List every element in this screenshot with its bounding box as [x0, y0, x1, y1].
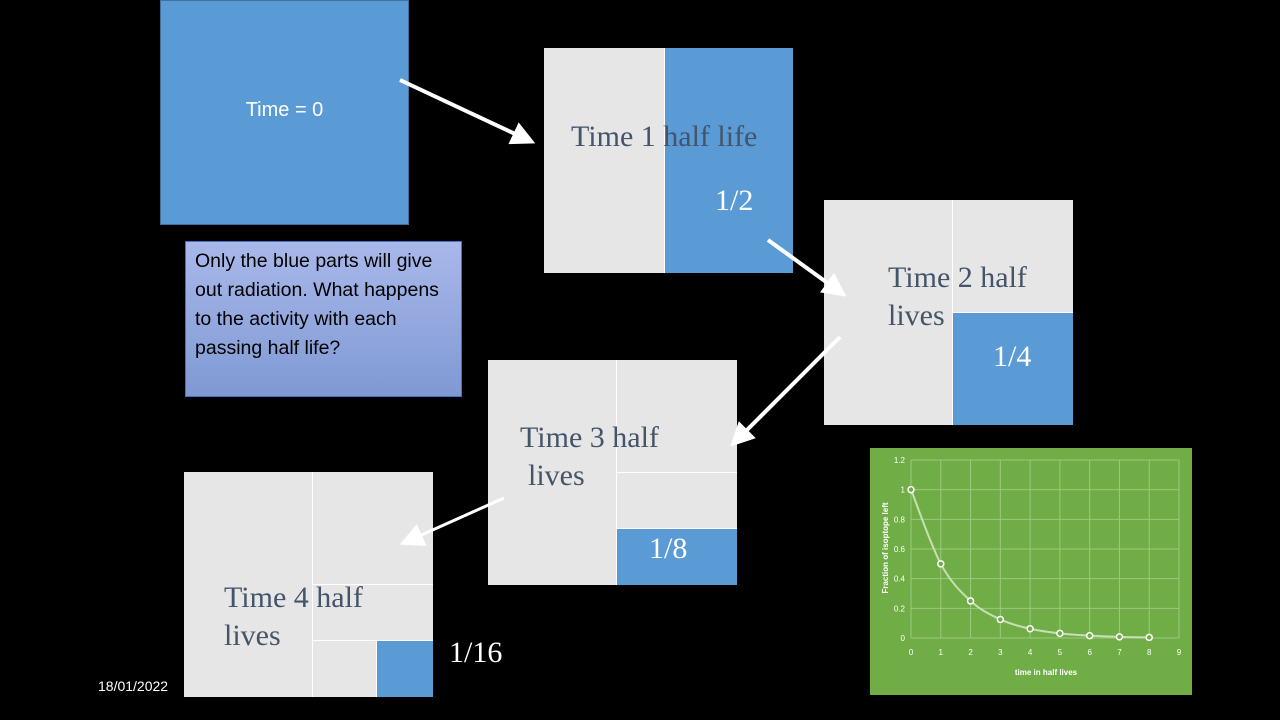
arrow-3-to-4 — [399, 496, 505, 546]
divider — [312, 640, 433, 641]
box-time-3-active-region — [617, 529, 737, 585]
chart-data-point — [907, 485, 915, 494]
chart-x-tick-label: 2 — [968, 648, 973, 657]
box-time-3-label-line2: lives — [528, 459, 585, 492]
chart-y-tick-label: 0.6 — [894, 545, 906, 554]
box-time-3-label-line1: Time 3 half — [520, 421, 659, 454]
chart-x-tick-label: 3 — [998, 648, 1003, 657]
chart-data-point — [1115, 633, 1124, 641]
chart-y-tick-label: 1 — [901, 486, 906, 495]
arrow-0-to-1 — [399, 78, 536, 145]
box-time-2-active-region — [953, 313, 1073, 425]
chart-data-point — [1056, 629, 1064, 638]
chart-y-tick-label: 0.4 — [894, 575, 906, 584]
chart-data-point — [966, 597, 975, 605]
chart-y-tick-label: 0.8 — [894, 515, 906, 524]
divider — [664, 48, 665, 273]
box-time-3-fraction: 1/8 — [649, 532, 688, 565]
chart-x-tick-label: 1 — [939, 648, 944, 657]
chart-data-point — [1145, 633, 1153, 642]
chart-y-tick-label: 0.2 — [894, 604, 906, 613]
chart-x-axis-label: time in half lives — [1015, 668, 1078, 677]
box-time-0: Time = 0 — [160, 0, 409, 225]
chart-y-tick-label: 1.2 — [894, 456, 906, 465]
divider — [616, 472, 737, 473]
chart-x-tick-label: 7 — [1117, 648, 1122, 657]
chart-data-point — [1085, 631, 1094, 640]
box-time-4-label-line2: lives — [224, 619, 281, 652]
box-time-0-label: Time = 0 — [245, 99, 324, 121]
box-time-4-label: Time 4 half lives — [224, 579, 363, 655]
chart-background — [870, 448, 1192, 695]
box-time-4-label-line1: Time 4 half — [224, 581, 363, 614]
divider — [616, 528, 737, 529]
divider — [312, 584, 433, 585]
chart-data-point — [1026, 624, 1034, 633]
chart-x-tick-label: 6 — [1087, 648, 1092, 657]
decay-chart: 0 0.2 0.4 0.6 0.8 1 1.2 0 1 2 3 4 5 6 7 8 9 time in half… — [870, 448, 1192, 695]
box-time-4: Time 4 half lives — [184, 472, 433, 697]
chart-data-point — [996, 615, 1005, 624]
date-footer: 18/01/2022 — [98, 678, 169, 694]
box-time-3-label: Time 3 half lives — [520, 419, 659, 495]
box-time-4-fraction: 1/16 — [449, 636, 503, 669]
box-time-3: Time 3 half lives 1/8 — [488, 360, 737, 585]
box-time-2-fraction: 1/4 — [993, 340, 1032, 373]
divider — [952, 312, 1073, 313]
box-time-1-active-region — [665, 48, 793, 273]
box-time-2: Time 2 half lives 1/4 — [824, 200, 1073, 425]
box-time-1-label: Time 1 half life — [571, 120, 758, 153]
box-time-2-label-line1: Time 2 half — [888, 261, 1027, 294]
chart-x-tick-label: 0 — [909, 648, 914, 657]
note-text: Only the blue parts will give out radiat… — [195, 250, 439, 359]
box-time-1: Time 1 half life 1/2 — [544, 48, 793, 273]
chart-x-tick-label: 5 — [1058, 648, 1063, 657]
box-time-1-fraction: 1/2 — [715, 184, 754, 217]
chart-x-tick-label: 8 — [1147, 648, 1152, 657]
chart-x-tick-label: 4 — [1028, 648, 1033, 657]
box-time-4-active-region — [377, 641, 433, 697]
chart-x-tick-label: 9 — [1177, 648, 1182, 657]
box-time-2-label-line2: lives — [888, 299, 945, 332]
note-box: Only the blue parts will give out radiat… — [185, 241, 462, 397]
box-time-2-label: Time 2 half lives — [888, 259, 1027, 335]
arrow-2-to-3 — [730, 335, 842, 447]
chart-data-point — [937, 560, 945, 568]
arrow-1-to-2 — [766, 238, 847, 297]
chart-y-tick-label: 0 — [901, 634, 906, 643]
divider — [376, 640, 377, 697]
chart-y-axis-label: Fraction of isoptope left — [881, 502, 890, 593]
